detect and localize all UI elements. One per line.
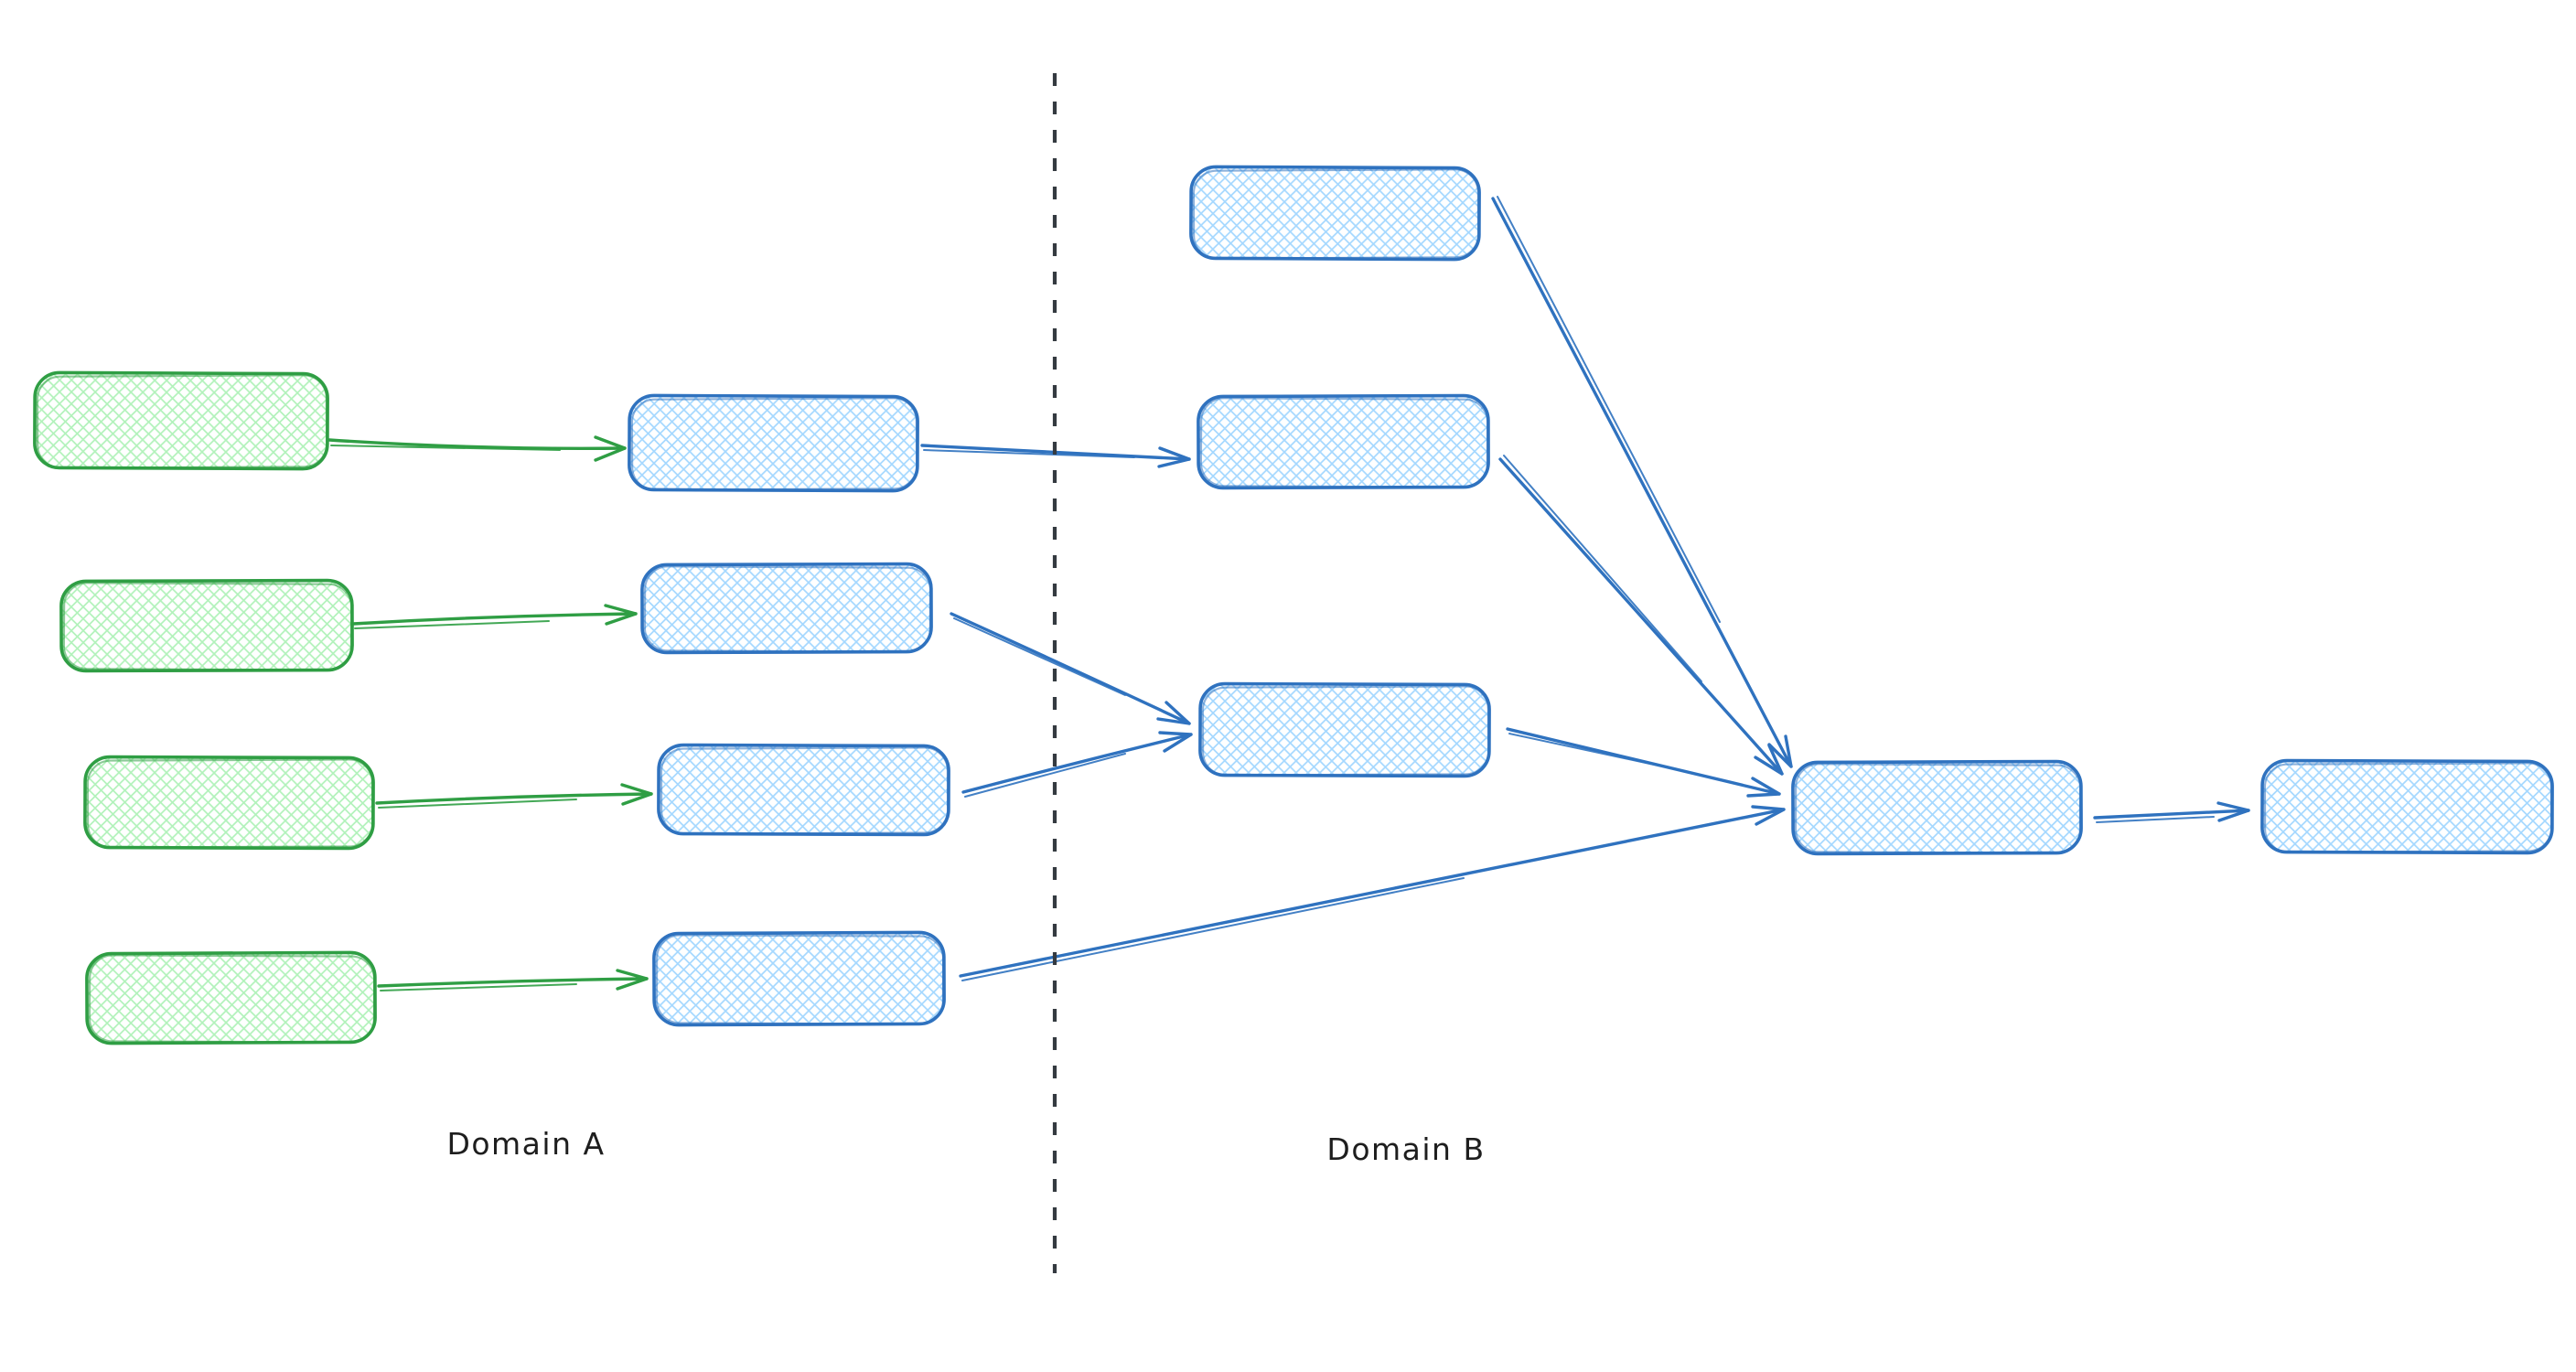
edge-a-source-3-to-a-stage-3: [375, 783, 653, 809]
node-b-node-1: [1189, 165, 1481, 262]
arrowhead: [616, 969, 649, 991]
edge-a-stage-2-to-b-node-3: [950, 612, 1191, 725]
arrowhead: [604, 604, 638, 626]
arrowhead: [1751, 805, 1786, 826]
node-a-stage-1: [628, 393, 919, 493]
node-a-stage-4: [652, 930, 946, 1027]
domain-a-label: Domain A: [446, 1126, 605, 1162]
edge-a-stage-4-to-b-hub: [959, 805, 1786, 981]
node-b-node-2: [1197, 393, 1490, 490]
edge-b-node-2-to-b-hub: [1498, 455, 1784, 776]
arrowhead: [594, 435, 627, 462]
nodes-layer: [33, 165, 2554, 1045]
arrowhead: [2216, 801, 2250, 822]
arrowhead: [1746, 777, 1781, 798]
node-b-hub: [1791, 759, 2083, 856]
edge-b-node-3-to-b-hub: [1506, 727, 1781, 798]
node-b-node-3: [1198, 681, 1491, 778]
node-a-stage-3: [657, 743, 950, 837]
node-a-source-1: [33, 370, 329, 471]
arrowhead: [1157, 446, 1191, 468]
arrowhead: [620, 783, 653, 806]
node-a-stage-2: [640, 562, 933, 655]
node-a-source-4: [85, 950, 377, 1045]
arrowhead: [1156, 701, 1191, 725]
edge-a-stage-3-to-b-node-3: [961, 731, 1193, 798]
arrowhead: [1754, 744, 1784, 776]
node-a-source-3: [83, 755, 375, 851]
edge-a-source-4-to-a-stage-4: [377, 969, 649, 991]
node-b-output: [2260, 758, 2554, 855]
edge-a-source-1-to-a-stage-1: [327, 435, 627, 462]
domain-b-label: Domain B: [1326, 1131, 1485, 1167]
arrowhead: [1158, 731, 1193, 753]
node-a-source-2: [59, 578, 354, 673]
arrowhead: [1767, 734, 1793, 768]
edges-layer: [327, 196, 2250, 991]
edge-b-hub-to-b-output: [2093, 801, 2250, 823]
edge-b-node-1-to-b-hub: [1491, 196, 1793, 768]
edge-a-source-2-to-a-stage-2: [351, 604, 638, 629]
